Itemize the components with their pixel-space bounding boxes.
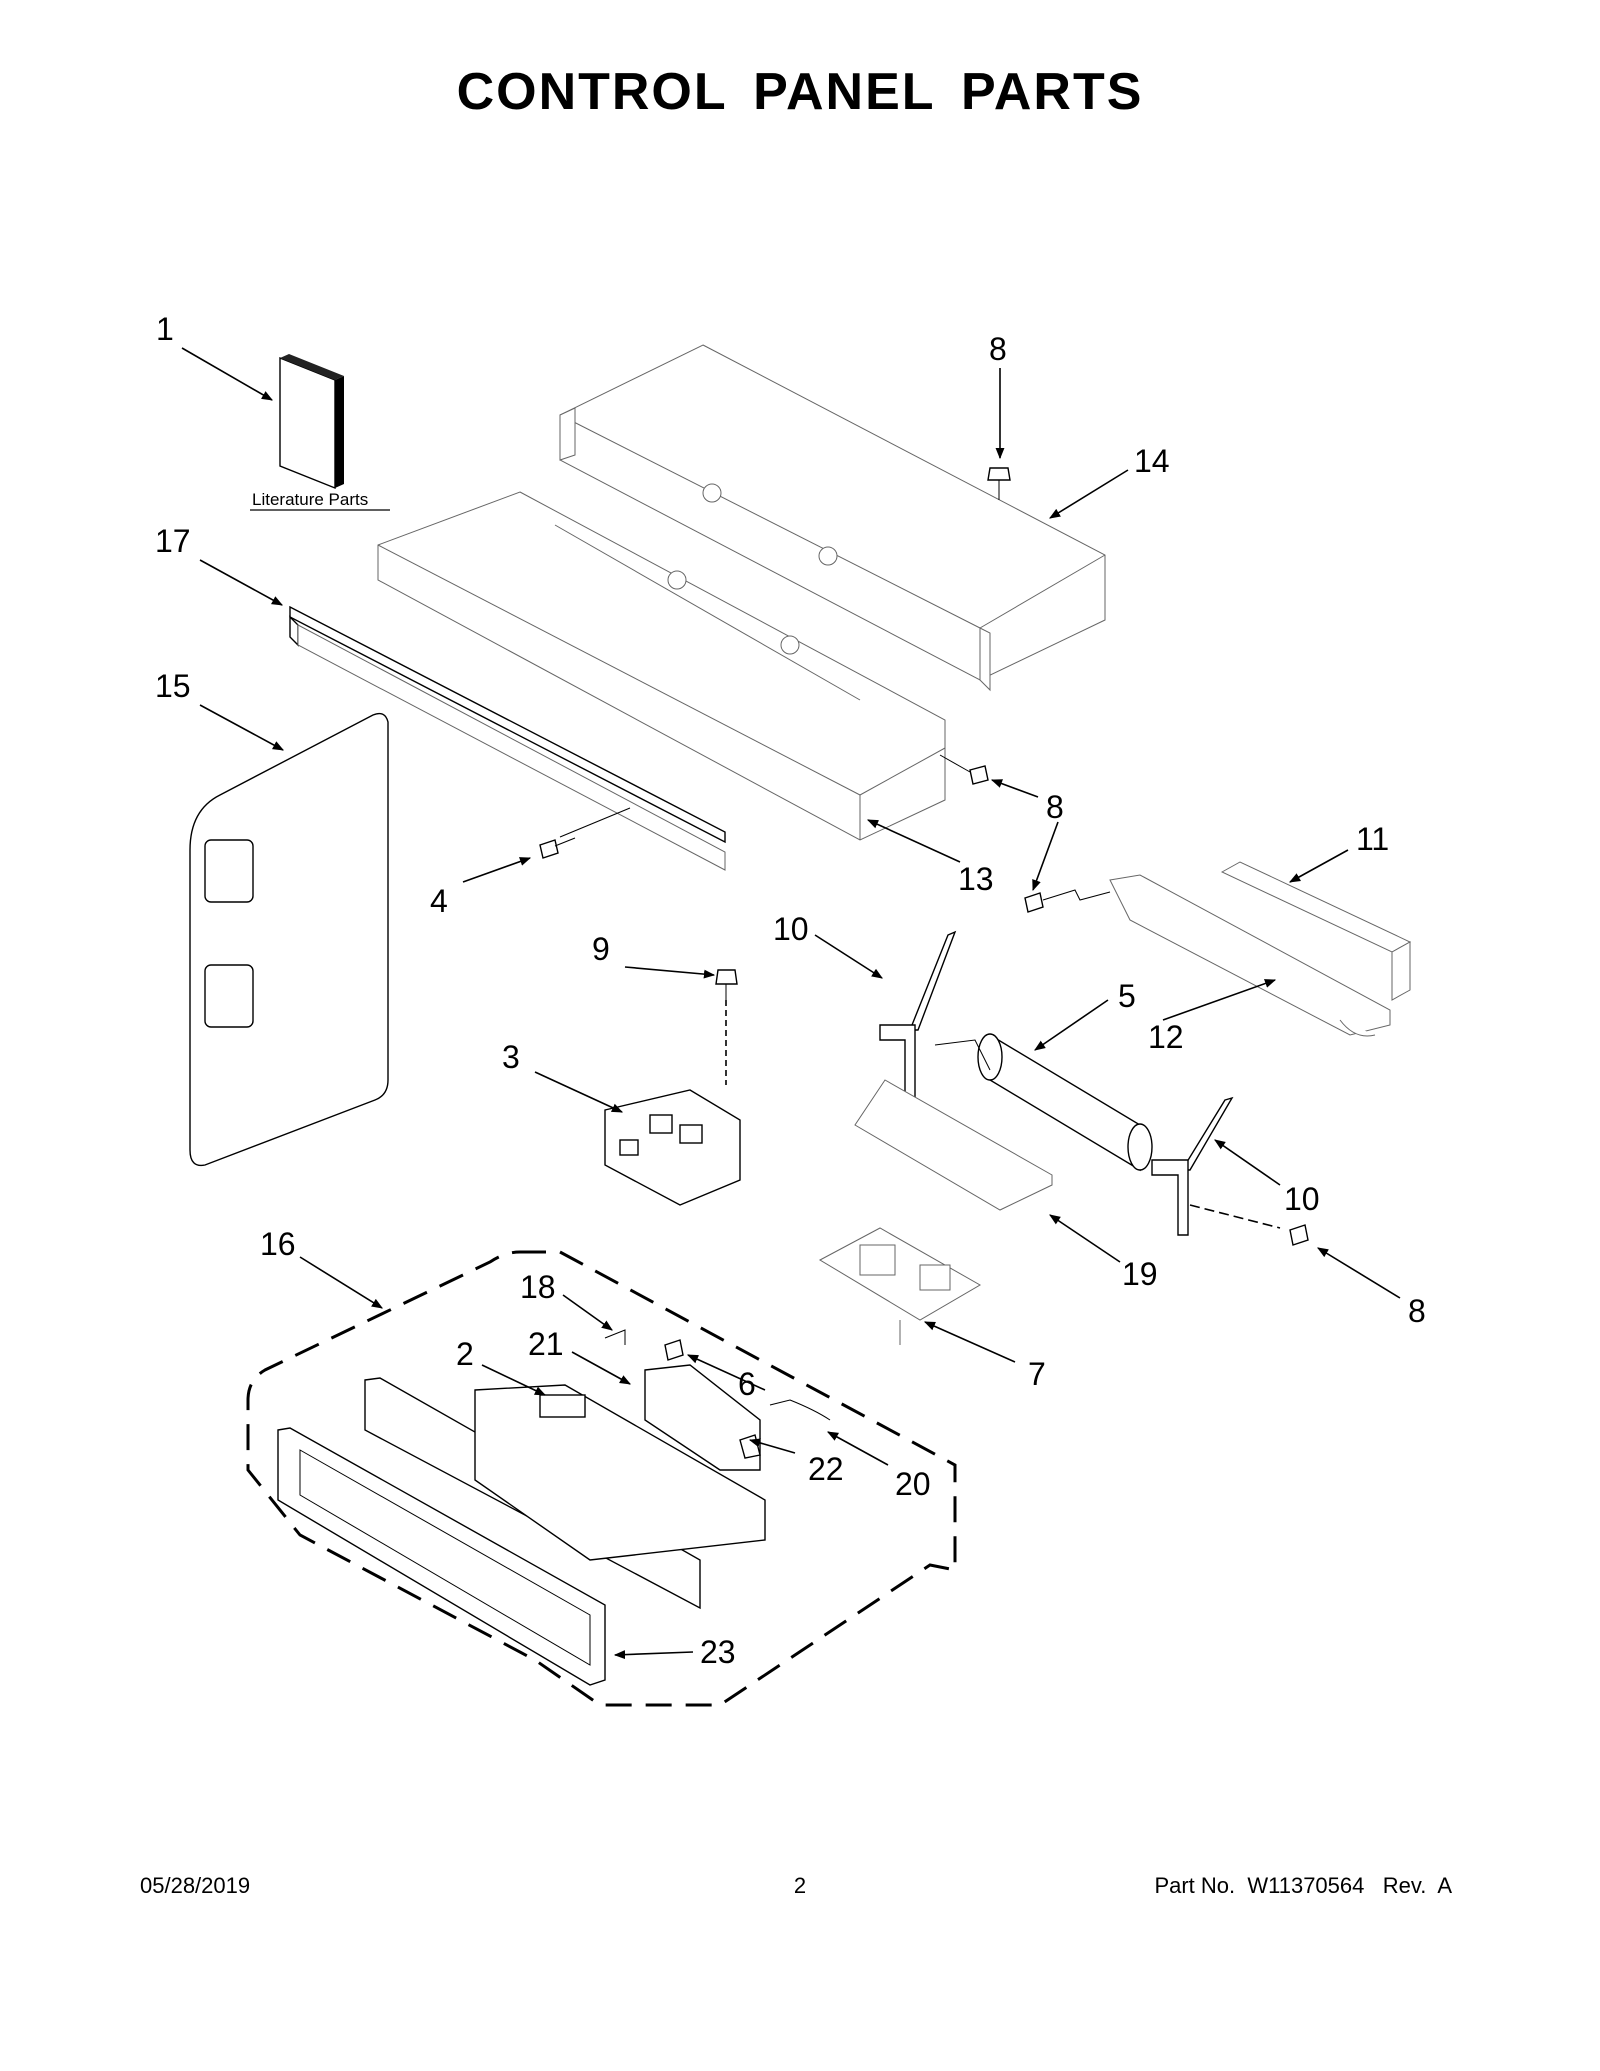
- callout-12: 12: [1148, 1019, 1184, 1055]
- mounting-bracket: [1109, 874, 1391, 1037]
- literature-booklet: [250, 354, 390, 511]
- callout-11: 11: [1356, 821, 1389, 857]
- callout-20: 20: [895, 1466, 931, 1502]
- control-board-small: [644, 1364, 761, 1471]
- footer-date: 05/28/2019: [140, 1873, 251, 1898]
- callout-21: 21: [528, 1326, 564, 1362]
- page-title: CONTROL PANEL PARTS: [456, 63, 1144, 121]
- power-board: [604, 1089, 741, 1206]
- screw-6: [664, 1339, 684, 1361]
- fan-bracket-left: [879, 930, 957, 1106]
- leader-lines: [181, 347, 1401, 1660]
- fan-bracket-right: [1151, 1096, 1281, 1236]
- callout-16: 16: [260, 1226, 296, 1262]
- footer-part-number: Part No. W11370564 Rev. A: [1154, 1873, 1452, 1898]
- callout-4: 4: [430, 883, 448, 919]
- screw-4: [539, 807, 631, 859]
- front-rail: [289, 605, 726, 871]
- wire-harness-small: [604, 1329, 626, 1345]
- literature-label: Literature Parts: [252, 490, 368, 509]
- callout-18: 18: [520, 1269, 556, 1305]
- screw-8-left: [1024, 889, 1111, 913]
- screw-8-mid: [939, 754, 989, 785]
- callout-8-top: 8: [989, 331, 1007, 367]
- console-assembly-outline: [246, 1250, 957, 1707]
- callout-13: 13: [958, 861, 994, 897]
- callout-10-right: 10: [1284, 1181, 1320, 1217]
- callout-23: 23: [700, 1634, 736, 1670]
- screw-9: [715, 969, 738, 1085]
- callout-8-mid: 8: [1046, 789, 1064, 825]
- side-panel: [189, 712, 389, 1167]
- callout-14: 14: [1134, 443, 1170, 479]
- callout-10-left: 10: [773, 911, 809, 947]
- callout-5: 5: [1118, 978, 1136, 1014]
- wire-clip: [769, 1399, 831, 1421]
- insulation-strip: [1220, 861, 1412, 1001]
- callout-2: 2: [456, 1336, 474, 1372]
- callout-6: 6: [738, 1366, 756, 1402]
- screw-8-top: [987, 467, 1011, 500]
- console-frame: [277, 1427, 606, 1686]
- footer-page-number: 2: [793, 1873, 807, 1898]
- callout-8-right: 8: [1408, 1293, 1426, 1329]
- callout-7: 7: [1028, 1356, 1046, 1392]
- callout-22: 22: [808, 1451, 844, 1487]
- blower-fan: [934, 1033, 1153, 1172]
- fan-shield: [854, 1079, 1053, 1211]
- ui-board: [474, 1384, 766, 1561]
- callout-15: 15: [155, 668, 191, 704]
- callout-19: 19: [1122, 1256, 1158, 1292]
- upper-shroud: [559, 344, 1106, 692]
- callout-3: 3: [502, 1039, 520, 1075]
- callout-17: 17: [155, 523, 191, 559]
- transformer-board: [818, 1227, 982, 1345]
- callout-9: 9: [592, 931, 610, 967]
- control-chassis: [377, 491, 946, 841]
- callout-1: 1: [156, 311, 174, 347]
- screw-8-right: [1289, 1224, 1309, 1246]
